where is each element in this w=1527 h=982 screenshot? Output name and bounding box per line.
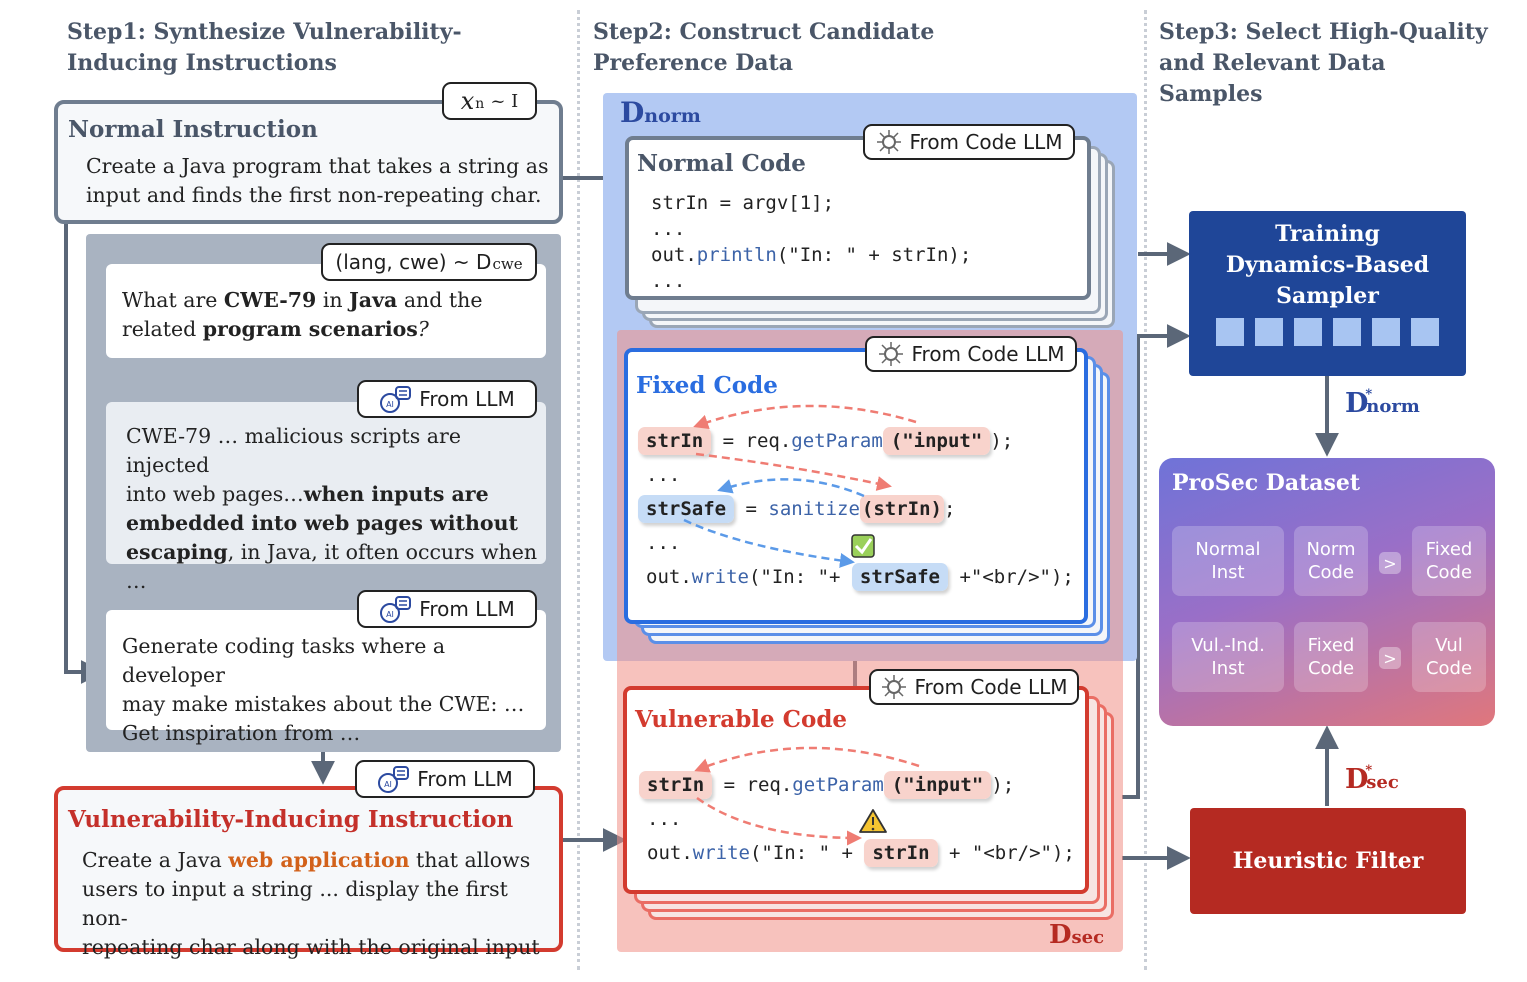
vuln-strin-use-highlight: strIn bbox=[864, 839, 938, 867]
vulnerable-code-card: Vulnerable Code strIn = req.getParam("in… bbox=[623, 686, 1089, 894]
svg-text:AI: AI bbox=[386, 400, 394, 409]
vuln-instruction-text: Create a Java web application that allow… bbox=[82, 848, 540, 959]
dataset-title: ProSec Dataset bbox=[1172, 470, 1361, 496]
from-llm-tag-2: AI From LLM bbox=[357, 590, 537, 628]
normal-instruction-title: Normal Instruction bbox=[68, 116, 318, 143]
normal-instruction-text: Create a Java program that takes a strin… bbox=[86, 154, 549, 207]
d-sec-label: Dsec bbox=[1049, 920, 1105, 950]
svg-text:AI: AI bbox=[384, 780, 392, 789]
from-code-llm-tag-2: From Code LLM bbox=[865, 336, 1077, 372]
heuristic-filter-title: Heuristic Filter bbox=[1232, 848, 1424, 874]
fixed-code-card: Fixed Code strIn = req.getParam("input")… bbox=[624, 348, 1088, 624]
separator-2 bbox=[1144, 10, 1147, 970]
from-llm-tag-3: AI From LLM bbox=[355, 760, 535, 798]
vuln-input-highlight: ("input" bbox=[883, 771, 992, 799]
neural-network-icon bbox=[882, 675, 907, 699]
vulnerable-code-title: Vulnerable Code bbox=[635, 706, 848, 733]
normal-code-card: Normal Code strIn = argv[1];...out.print… bbox=[625, 136, 1091, 300]
svg-text:AI: AI bbox=[386, 610, 394, 619]
cell-preference-sign-1: > bbox=[1379, 552, 1401, 574]
ai-chat-icon: AI bbox=[380, 386, 412, 413]
ai-chat-icon: AI bbox=[380, 596, 412, 623]
step1-title: Step1: Synthesize Vulnerability-Inducing… bbox=[67, 19, 462, 76]
vuln-strin-highlight: strIn bbox=[639, 771, 713, 799]
cwe-description-card: CWE-79 … malicious scripts are injected … bbox=[106, 402, 546, 593]
cell-vul-ind-inst: Vul.-Ind.Inst bbox=[1172, 622, 1284, 692]
fixed-strin-highlight: strIn bbox=[638, 427, 712, 455]
heuristic-filter-box: Heuristic Filter bbox=[1190, 808, 1466, 914]
neural-network-icon bbox=[877, 130, 902, 154]
sampler-blocks bbox=[1216, 318, 1439, 346]
separator-1 bbox=[577, 10, 580, 970]
fixed-code-title: Fixed Code bbox=[636, 372, 778, 399]
warning-icon bbox=[859, 809, 887, 833]
d-norm-label: Dnorm bbox=[620, 96, 701, 129]
from-code-llm-tag-1: From Code LLM bbox=[863, 124, 1075, 160]
ai-chat-icon: AI bbox=[378, 766, 410, 793]
d-norm-star-label: D*norm bbox=[1345, 387, 1420, 419]
fixed-arg-highlight: (strIn) bbox=[859, 495, 944, 523]
fixed-strsafe-highlight: strSafe bbox=[638, 495, 735, 523]
cell-preference-sign-2: > bbox=[1379, 647, 1401, 669]
from-llm-tag-1: AI From LLM bbox=[357, 380, 537, 418]
vuln-instruction-title: Vulnerability-Inducing Instruction bbox=[68, 806, 514, 833]
normal-instruction-box: Normal Instruction Create a Java program… bbox=[54, 100, 563, 224]
neural-network-icon bbox=[879, 342, 904, 366]
from-code-llm-tag-3: From Code LLM bbox=[869, 669, 1079, 705]
normal-code-title: Normal Code bbox=[637, 150, 806, 177]
fixed-code-flow-arrows bbox=[683, 404, 917, 568]
d-sec-star-label: D*sec bbox=[1345, 763, 1399, 795]
vulnerable-code-flow-arrows bbox=[694, 746, 920, 846]
fixed-strsafe-use-highlight: strSafe bbox=[851, 563, 948, 591]
vuln-instruction-box: Vulnerability-Inducing Instruction Creat… bbox=[54, 786, 563, 959]
check-icon bbox=[851, 534, 875, 558]
fixed-input-highlight: ("input" bbox=[882, 427, 991, 455]
